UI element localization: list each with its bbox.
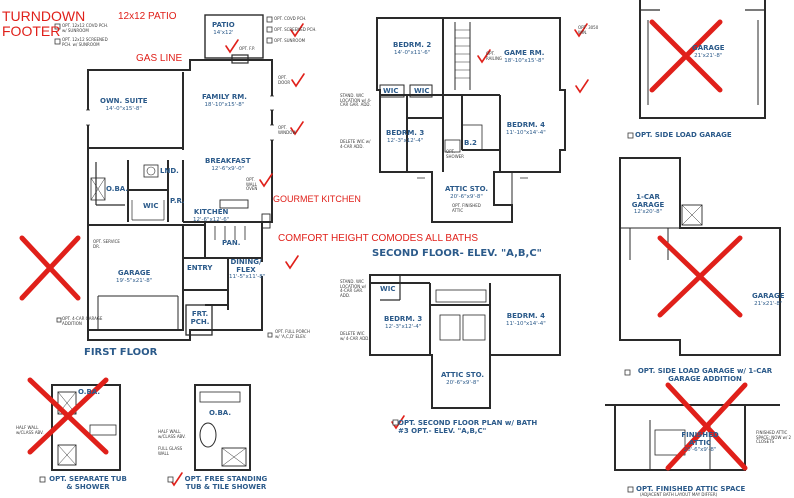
check-icon — [225, 39, 239, 54]
room-wic-2a: WIC — [383, 87, 399, 95]
room-entry: ENTRY — [187, 264, 213, 272]
note-opt-window: OPT. WINDOW — [278, 125, 297, 135]
note-stand-wic-alt: STAND. WIC LOCATION w/ 4-CAR GAR. ADD. — [340, 279, 367, 298]
check-icon — [574, 23, 588, 38]
option-1car-garage-walls — [619, 157, 781, 356]
first-floor-title: FIRST FLOOR — [84, 347, 158, 358]
second-floor-title: SECOND FLOOR- ELEV. "A,B,C" — [372, 248, 542, 259]
note-layout-differs: (ADJACENT BATH LAYOUT MAY DIFFER) — [640, 492, 718, 497]
option-free-tub-walls — [194, 384, 251, 471]
note-covd-pch: OPT. COVD PCH. — [274, 16, 307, 21]
note-full-glass: FULL GLASS WALL — [158, 446, 183, 456]
note-finished-attic: OPT. FINISHED ATTIC — [452, 203, 481, 213]
caption-free-standing-tub: OPT. FREE STANDING TUB & TILE SHOWER — [184, 475, 268, 492]
check-icon — [285, 255, 299, 270]
alt-room-wic: WIC — [380, 285, 396, 293]
red-x-side-garage-icon — [649, 19, 723, 93]
red-x-garage-icon — [19, 235, 81, 301]
room-owners-bath: O.BA. — [106, 185, 128, 193]
second-floor-walls — [376, 17, 566, 223]
check-icon — [259, 173, 273, 188]
option-side-load-garage-walls — [639, 0, 766, 119]
red-x-1car-icon — [657, 235, 743, 318]
note-half-wall-left: HALF WALL w/CLASS ABV. — [16, 425, 44, 435]
room-attic-storage: ATTIC STO.20'-6"x9'-8" — [445, 185, 489, 200]
room-wic: WIC — [143, 202, 159, 210]
caption-side-load-garage: OPT. SIDE LOAD GARAGE — [635, 131, 732, 139]
note-full-porch: OPT. FULL PORCH w/ 'A,C,D' ELEV. — [275, 329, 310, 339]
option-checkboxes — [39, 16, 634, 493]
room-wic-2b: WIC — [414, 87, 430, 95]
check-icon — [290, 23, 304, 38]
check-icon — [575, 79, 589, 94]
caption-second-floor-plan: OPT. SECOND FLOOR PLAN w/ BATH #3 OPT.- … — [398, 419, 538, 436]
turndown-footer-note: TURNDOWN FOOTER — [2, 8, 86, 39]
room-powder: P.R. — [170, 197, 185, 205]
note-service-door: OPT. SERVICE DR. — [93, 239, 120, 249]
check-icon — [291, 73, 305, 88]
first-floor-walls — [86, 14, 274, 341]
room-pantry: PAN. — [222, 239, 241, 247]
caption-finished-attic: OPT. FINISHED ATTIC SPACE — [636, 485, 746, 493]
gas-line-note: GAS LINE — [136, 53, 183, 64]
note-12x12-screened: OPT. 12x12 SCREENED PCH. w/ SUNROOM — [62, 37, 108, 47]
note-12x12-covd: OPT. 12x12 COVD PCH. w/ SUNROOM — [62, 23, 109, 33]
note-wall-oven: OPT. WALL OVEN — [246, 177, 258, 192]
room-laundry: LND. — [160, 167, 179, 175]
note-4car: OPT. 4-CAR GARAGE ADDITION — [62, 316, 103, 326]
room-bath-2: B.2 — [464, 139, 477, 147]
option-oba-label: O.BA. — [78, 388, 100, 396]
note-railing: OPT. RAILING — [486, 51, 503, 61]
note-attic-space: FINISHED ATTIC SPACE: NOW w/ 2 CLOSETS — [756, 430, 792, 445]
note-bay-window: OPT. 3050 WIN. — [578, 25, 599, 35]
caption-separate-tub: OPT. SEPARATE TUB & SHOWER — [49, 475, 127, 492]
alt-second-floor-walls — [369, 274, 561, 409]
red-x-separate-tub-icon — [27, 377, 109, 455]
patio-12x12-note: 12x12 PATIO — [118, 11, 177, 22]
note-half-wall: HALF WALL w/CLASS ABV. — [158, 429, 186, 439]
option-oba-small-label: O.BA. — [209, 409, 231, 417]
check-icon — [290, 121, 304, 136]
room-family: FAMILY RM.18'-10"x15'-8" — [202, 93, 247, 108]
note-shower: OPT. SHOWER — [446, 149, 464, 159]
caption-side-load-1car: OPT. SIDE LOAD GARAGE w/ 1-CAR GARAGE AD… — [637, 367, 773, 384]
alt-room-attic-storage: ATTIC STO.20'-6"x9'-8" — [441, 371, 485, 386]
comfort-height-note: COMFORT HEIGHT COMODES ALL BATHS — [278, 233, 479, 244]
note-stand-wic: STAND. WIC LOCATION w/ 4-CAR GAR. ADD. — [340, 93, 372, 108]
note-delete-wic-alt: DELETE WIC w/ 4-CAR ADD. — [340, 331, 370, 341]
note-opt-door: OPT. DOOR — [278, 75, 291, 85]
note-screened-pch: OPT. SCREENED PCH. — [274, 27, 317, 32]
room-front-porch: FRT. PCH. — [190, 310, 210, 326]
note-delete-wic: DELETE WIC w/ 4-CAR ADD. — [340, 139, 371, 149]
check-icon — [477, 49, 491, 64]
room-game: GAME RM.18'-10"x15'-8" — [504, 49, 545, 64]
gourmet-kitchen-note: GOURMET KITCHEN — [273, 194, 361, 204]
note-sunroom: OPT. SUNROOM — [274, 38, 306, 43]
red-x-finished-attic-icon — [665, 382, 748, 471]
red-x-marks — [19, 19, 748, 471]
note-opt-fp: OPT. F.P. — [239, 46, 256, 51]
option-finished-attic-walls — [605, 404, 780, 471]
